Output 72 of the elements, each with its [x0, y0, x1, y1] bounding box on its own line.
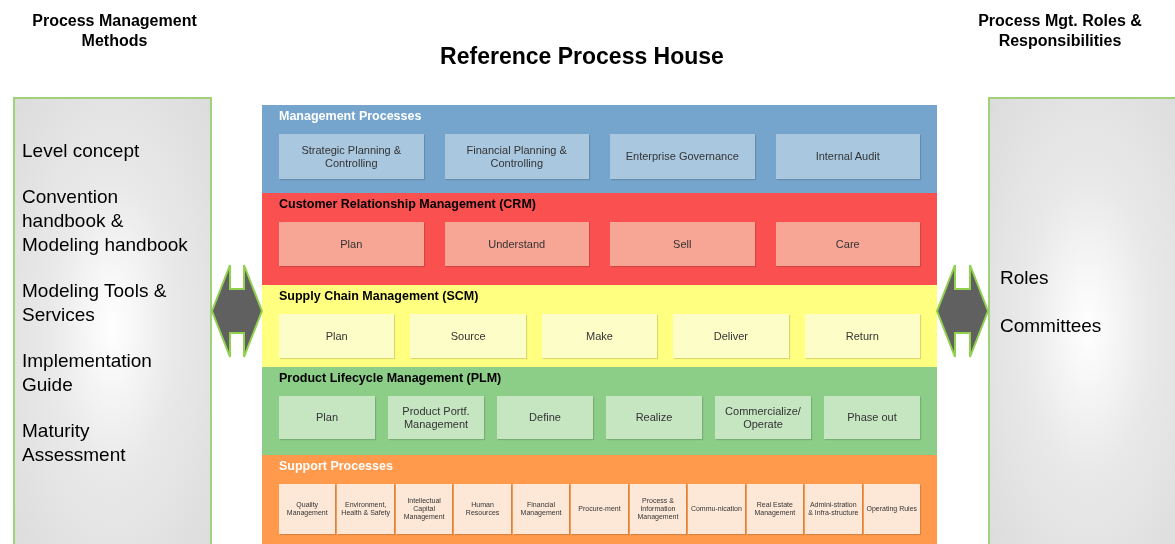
- panel-item: Roles: [1000, 266, 1050, 290]
- process-box: [805, 484, 862, 534]
- process-box: [629, 484, 687, 534]
- process-box: [571, 484, 628, 534]
- double-arrow: [935, 264, 990, 358]
- box-label: Product Portf. Management: [401, 404, 471, 431]
- box-label: Realize: [635, 411, 673, 424]
- box-label: Internal Audit: [815, 150, 880, 163]
- panel-item: Level concept: [22, 139, 141, 163]
- process-box: [775, 222, 920, 266]
- process-box: [863, 484, 920, 534]
- process-box: [824, 396, 920, 439]
- process-box: [497, 396, 593, 439]
- box-label: Make: [586, 329, 613, 343]
- box-label: Plan: [325, 329, 348, 343]
- process-box: [388, 396, 484, 439]
- panel-heading: Process Management Methods: [31, 11, 198, 51]
- box-label: Strategic Planning & Controlling: [300, 143, 403, 170]
- process-band: [262, 105, 937, 193]
- box-label: Source: [450, 329, 486, 343]
- process-box: [444, 134, 589, 179]
- process-box: [279, 396, 375, 439]
- process-box: [610, 134, 755, 179]
- process-box: [279, 314, 395, 358]
- box-label: Financial Planning & Controlling: [465, 143, 568, 170]
- process-box: [715, 396, 811, 439]
- process-box: [512, 484, 570, 534]
- process-house: [262, 105, 937, 544]
- band-heading: Customer Relationship Management (CRM): [279, 196, 537, 212]
- box-label: Deliver: [713, 329, 749, 343]
- process-band: [262, 193, 937, 285]
- process-band: [262, 455, 937, 544]
- process-box: [746, 484, 804, 534]
- process-box: [395, 484, 453, 534]
- process-box: [279, 134, 424, 179]
- box-label: Plan: [316, 411, 338, 424]
- box-label: Commercialize/ Operate: [724, 404, 802, 431]
- process-box: [804, 314, 921, 358]
- process-box: [610, 222, 755, 266]
- box-label: Plan: [340, 237, 363, 251]
- panel-item: Implementation Guide: [22, 349, 153, 397]
- process-box: [454, 484, 511, 534]
- band-heading: Supply Chain Management (SCM): [279, 288, 480, 304]
- panel-item: Maturity Assessment: [22, 419, 127, 467]
- process-box: [541, 314, 658, 358]
- band-heading: Product Lifecycle Management (PLM): [279, 370, 503, 386]
- panel-heading: Process Mgt. Roles & Responsibilities: [977, 11, 1143, 51]
- process-box: [279, 484, 336, 534]
- process-band: [262, 285, 937, 367]
- diagram-title: Reference Process House: [439, 42, 725, 70]
- process-box: [410, 314, 526, 358]
- process-box: [688, 484, 745, 534]
- band-heading: Management Processes: [279, 108, 423, 124]
- panel-item: Convention handbook & Modeling handbook: [22, 185, 189, 257]
- box-label: Enterprise Governance: [625, 150, 739, 163]
- double-arrow: [210, 264, 264, 358]
- process-box: [606, 396, 702, 439]
- box-label: Care: [835, 237, 860, 251]
- band-heading: Support Processes: [279, 458, 394, 474]
- process-box: [444, 222, 589, 266]
- box-label: Phase out: [847, 411, 897, 424]
- process-box: [337, 484, 394, 534]
- process-box: [775, 134, 920, 179]
- process-band: [262, 367, 937, 455]
- process-box: [673, 314, 789, 358]
- panel-item: Committees: [1000, 314, 1103, 338]
- panel-item: Modeling Tools & Services: [22, 279, 168, 327]
- box-label: Sell: [673, 237, 692, 251]
- process-box: [279, 222, 424, 266]
- box-label: Define: [529, 411, 561, 424]
- box-label: Return: [845, 329, 879, 343]
- box-label: Understand: [488, 237, 546, 251]
